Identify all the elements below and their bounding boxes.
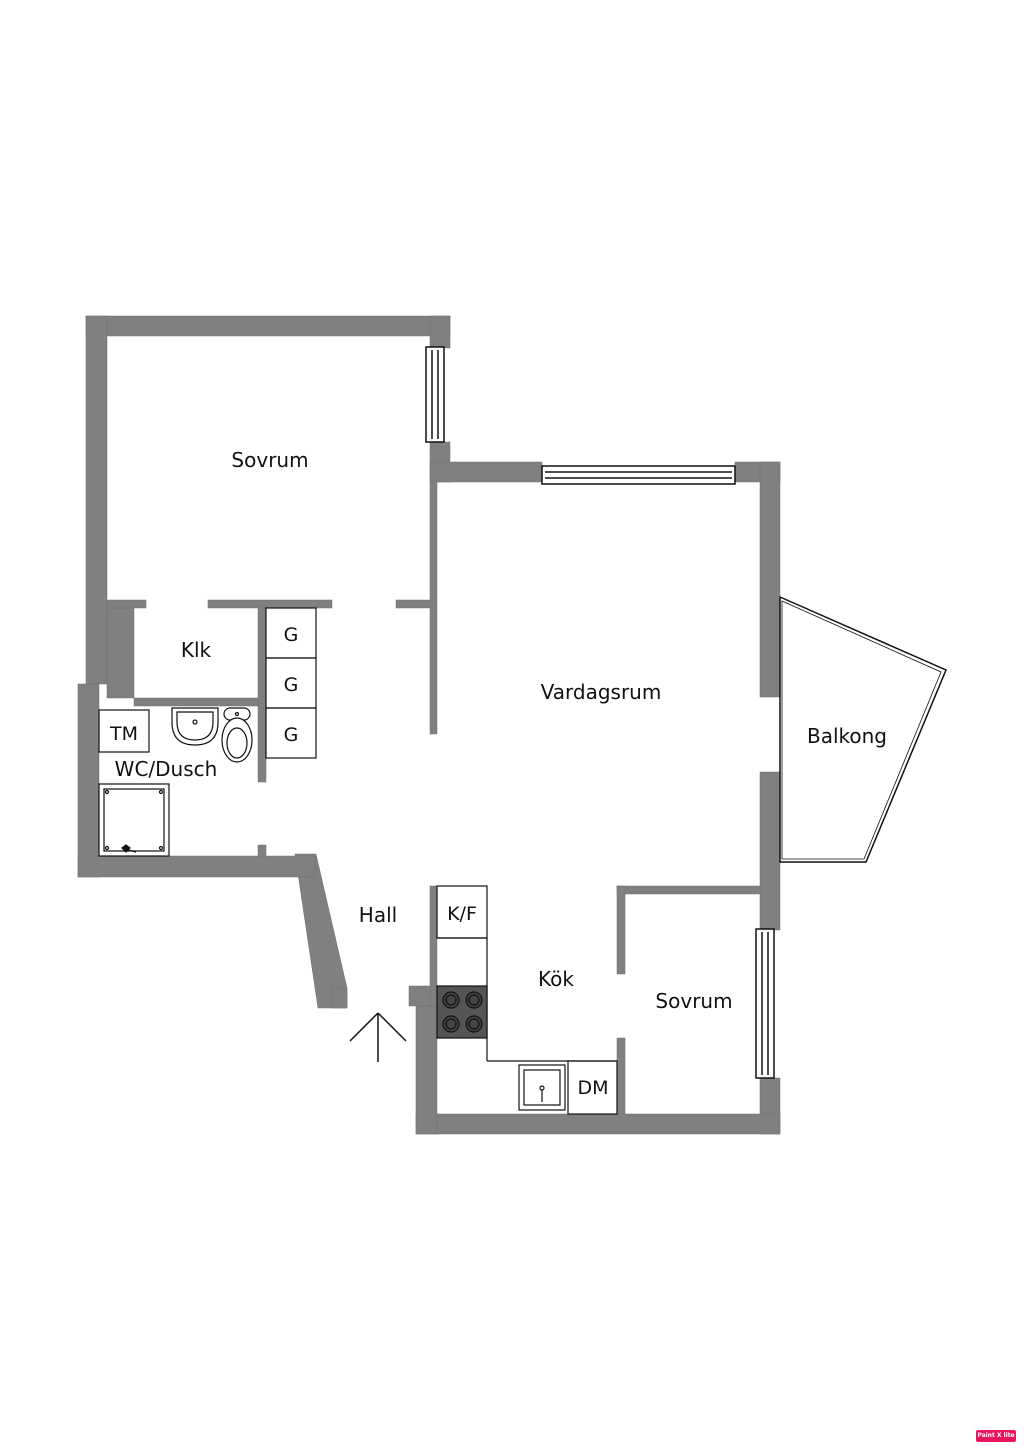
- sink-icon: [171, 707, 219, 746]
- wall-wc-left: [77, 683, 100, 878]
- label-dm: DM: [577, 1077, 608, 1099]
- wall-sovrum-bottom-left: [106, 599, 147, 609]
- label-klk: Klk: [181, 638, 212, 662]
- toilet-icon: [221, 707, 253, 763]
- balcony-inner: [781, 600, 942, 860]
- wall-sovrum-bottom-left-upper: [616, 885, 626, 975]
- window-sovrum-top: [425, 346, 445, 443]
- window-sovrum-bottom: [755, 928, 775, 1079]
- stove-icon: [436, 985, 488, 1039]
- fixture-labels: TM G G G K/F DM: [109, 624, 609, 1099]
- wardrobe-3: [265, 707, 317, 759]
- kitchen-fixtures: [436, 885, 618, 1115]
- walls: [77, 315, 781, 1135]
- wall-klk-bottom: [133, 697, 259, 707]
- wall-sovrum-bottom-top: [616, 885, 761, 895]
- entry-arrow-icon: [349, 1012, 407, 1062]
- kitchen-sink-icon: [518, 1064, 566, 1111]
- wall-sovrum-right-upper: [429, 315, 451, 349]
- tm-box: [98, 709, 150, 753]
- watermark-badge: Paint X lite: [976, 1430, 1016, 1442]
- label-balkong: Balkong: [807, 724, 887, 748]
- wall-vardagsrum-left: [429, 481, 438, 735]
- wall-vardagsrum-right-lower: [759, 771, 781, 931]
- window-vardagsrum: [541, 465, 736, 485]
- label-sovrum-top: Sovrum: [231, 448, 308, 472]
- bathroom-fixtures: [98, 707, 253, 857]
- wall-garderob-left: [257, 605, 267, 783]
- label-garderob-2: G: [284, 674, 299, 696]
- label-wc-dusch: WC/Dusch: [115, 757, 218, 781]
- wall-sovrum-top: [85, 315, 451, 337]
- wall-sovrum-bottom-mid: [207, 599, 333, 609]
- label-tm: TM: [109, 723, 138, 745]
- windows: [425, 346, 775, 1079]
- wall-vardagsrum-top-left: [429, 461, 543, 483]
- wall-sovrum-left: [85, 315, 108, 685]
- room-labels: Sovrum Klk Vardagsrum Balkong WC/Dusch H…: [115, 448, 887, 1013]
- label-vardagsrum: Vardagsrum: [541, 680, 662, 704]
- wall-wc-right-stub: [257, 844, 267, 858]
- label-hall: Hall: [359, 903, 397, 927]
- label-garderob-1: G: [284, 624, 299, 646]
- wall-sovrum-bottom-right: [395, 599, 435, 609]
- wall-kok-left-upper: [429, 885, 438, 1007]
- wall-wc-bottom: [77, 855, 316, 878]
- label-garderob-3: G: [284, 724, 299, 746]
- dm-box: [567, 1060, 618, 1115]
- balcony-outline: [779, 595, 947, 863]
- wall-sovrum-bottom-left-lower: [616, 1037, 626, 1115]
- wardrobes: [265, 607, 317, 759]
- wall-hall-entry-left: [331, 987, 348, 1009]
- shower-icon: [98, 783, 170, 857]
- wall-vardagsrum-right-upper: [759, 461, 781, 698]
- label-kf: K/F: [447, 903, 477, 925]
- wall-bottom: [415, 1113, 781, 1135]
- wall-klk-left: [106, 607, 135, 699]
- label-sovrum-bottom: Sovrum: [655, 989, 732, 1013]
- label-kok: Kök: [538, 967, 574, 991]
- wall-kok-left: [415, 1005, 438, 1135]
